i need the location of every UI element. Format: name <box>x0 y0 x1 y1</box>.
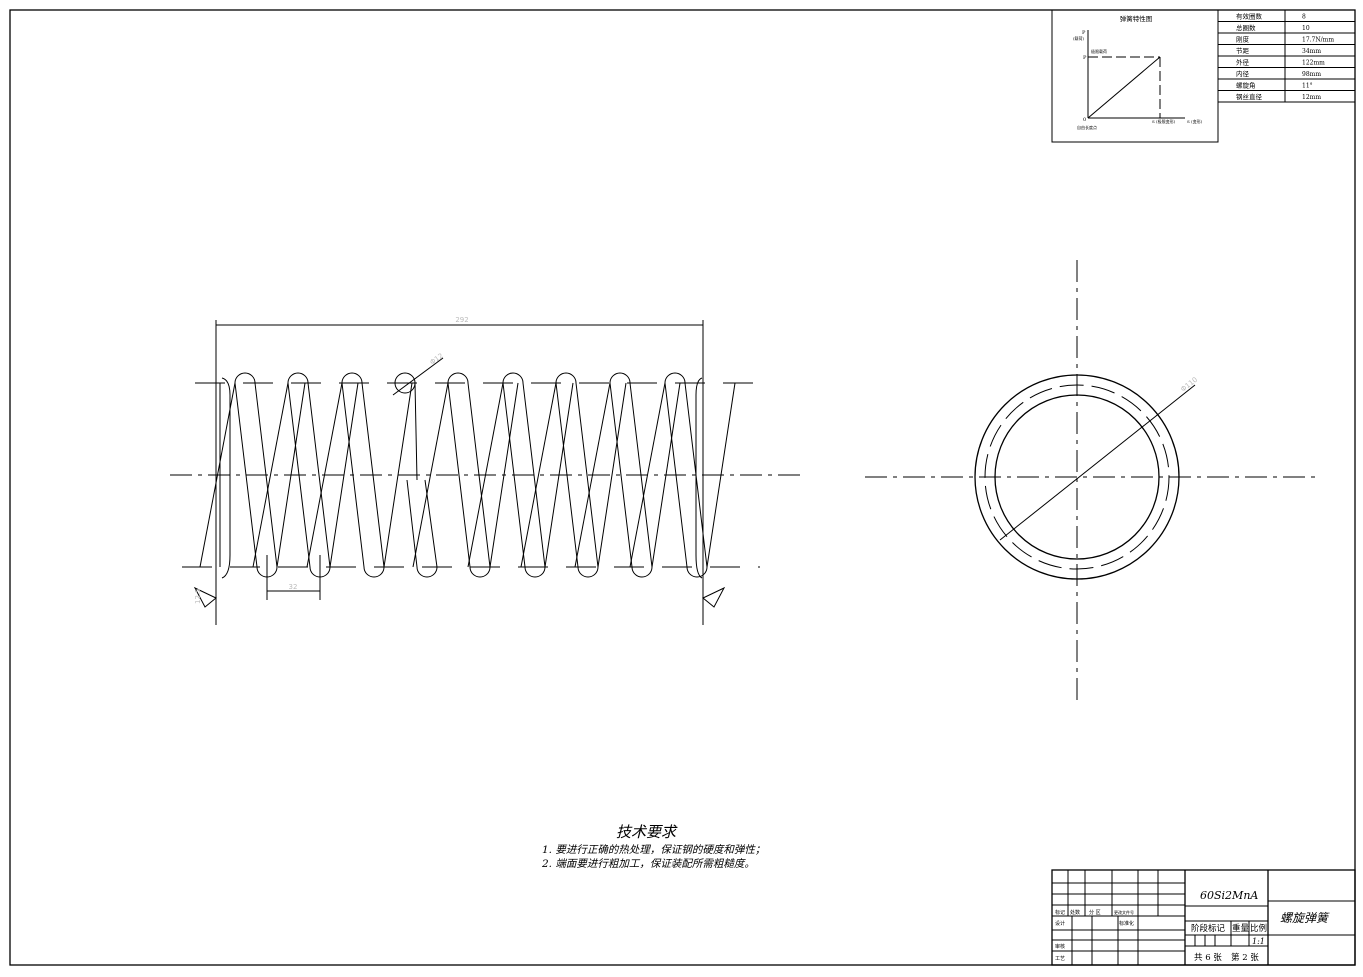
spring-characteristic-chart: 弹簧特性图 P (载荷) P 极限载荷 0 自由长度点 S (极限变形) S (… <box>1051 9 1219 143</box>
svg-text:重量: 重量 <box>1232 923 1250 934</box>
roughness-symbol-right <box>702 586 726 608</box>
spec-label: 钢丝直径 <box>1236 92 1263 101</box>
svg-text:处数: 处数 <box>1070 909 1080 916</box>
spec-value: 8 <box>1302 14 1306 21</box>
spec-row: 钢丝直径 12mm <box>1217 90 1356 103</box>
svg-text:设计: 设计 <box>1055 920 1065 927</box>
end-coil-left <box>221 377 231 579</box>
spec-label: 刚度 <box>1236 35 1250 44</box>
spec-row: 螺旋角 11° <box>1217 78 1356 91</box>
svg-text:自由长度点: 自由长度点 <box>1077 124 1097 130</box>
wire-diameter-dimension: Φ12 <box>429 352 445 367</box>
svg-text:极限载荷: 极限载荷 <box>1091 48 1107 54</box>
spec-value: 122mm <box>1302 60 1325 67</box>
spec-label: 有效圈数 <box>1236 12 1263 21</box>
spec-row: 外径 122mm <box>1217 55 1356 68</box>
svg-text:P: P <box>1083 55 1087 61</box>
tech-requirement-1: 1. 要进行正确的热处理，保证钢的硬度和弹性； <box>542 844 765 856</box>
back-strand <box>252 382 289 568</box>
back-strand <box>597 382 627 568</box>
spec-row: 有效圈数 8 <box>1217 9 1356 22</box>
svg-text:0: 0 <box>1083 117 1086 123</box>
svg-text:阶段标记: 阶段标记 <box>1191 923 1226 934</box>
tech-requirement-2: 2. 端面要进行粗加工，保证装配所需粗糙度。 <box>541 858 755 870</box>
svg-text:分 区: 分 区 <box>1089 909 1101 916</box>
spec-label: 外径 <box>1236 58 1250 67</box>
material: 60Si2MnA <box>1200 889 1258 902</box>
pitch-dimension: 32 <box>289 583 298 591</box>
svg-text:审核: 审核 <box>1055 943 1065 950</box>
svg-text:更改文件号: 更改文件号 <box>1114 909 1134 915</box>
length-dimension: 292 <box>455 316 468 324</box>
svg-text:S (极限变形): S (极限变形) <box>1152 118 1176 124</box>
svg-text:P: P <box>1082 30 1086 36</box>
spec-row: 节距 34mm <box>1217 44 1356 57</box>
spec-label: 节距 <box>1236 47 1250 55</box>
part-name: 螺旋弹簧 <box>1280 911 1330 925</box>
spec-value: 17.7N/mm <box>1302 37 1334 44</box>
broken-coil <box>406 382 438 578</box>
scale: 1:1 <box>1252 937 1265 946</box>
svg-text:标记: 标记 <box>1055 909 1065 916</box>
roughness-value-left: 12.5 <box>194 588 202 604</box>
outer-diameter-dimension: Φ110 <box>1179 376 1199 394</box>
svg-text:比例: 比例 <box>1250 923 1267 934</box>
spec-value: 12mm <box>1302 94 1321 101</box>
svg-text:S (变形): S (变形) <box>1187 118 1203 124</box>
svg-text:(载荷): (载荷) <box>1073 35 1085 41</box>
spec-value: 10 <box>1302 25 1310 32</box>
tech-requirements-title: 技术要求 <box>616 823 678 841</box>
svg-text:第 2 张: 第 2 张 <box>1231 952 1259 963</box>
title-block: 60Si2MnA 螺旋弹簧 阶段标记 重量 比例 1:1 共 6 张 第 2 张… <box>1051 869 1356 966</box>
spec-label: 螺旋角 <box>1236 81 1256 90</box>
svg-text:共 6 张: 共 6 张 <box>1194 953 1222 963</box>
spec-label: 总圈数 <box>1236 23 1256 32</box>
wire-diameter-leader <box>392 357 444 396</box>
drawing-border <box>9 9 1356 966</box>
spec-value: 11° <box>1302 83 1313 90</box>
spec-label: 内径 <box>1236 69 1250 78</box>
svg-text:标准化: 标准化 <box>1119 920 1134 927</box>
spec-value: 98mm <box>1302 71 1321 78</box>
svg-text:工艺: 工艺 <box>1055 956 1065 962</box>
back-strand <box>412 382 449 568</box>
back-strand <box>520 382 557 568</box>
spec-row: 总圈数 10 <box>1217 21 1356 34</box>
spring-end-view: Φ110 <box>865 260 1320 700</box>
spec-row: 刚度 17.7N/mm <box>1217 32 1356 45</box>
roughness-symbol-left <box>193 586 217 608</box>
end-coil-right <box>695 377 703 579</box>
spec-value: 34mm <box>1302 48 1321 55</box>
svg-text:弹簧特性图: 弹簧特性图 <box>1120 14 1153 23</box>
spec-row: 内径 98mm <box>1217 67 1356 80</box>
